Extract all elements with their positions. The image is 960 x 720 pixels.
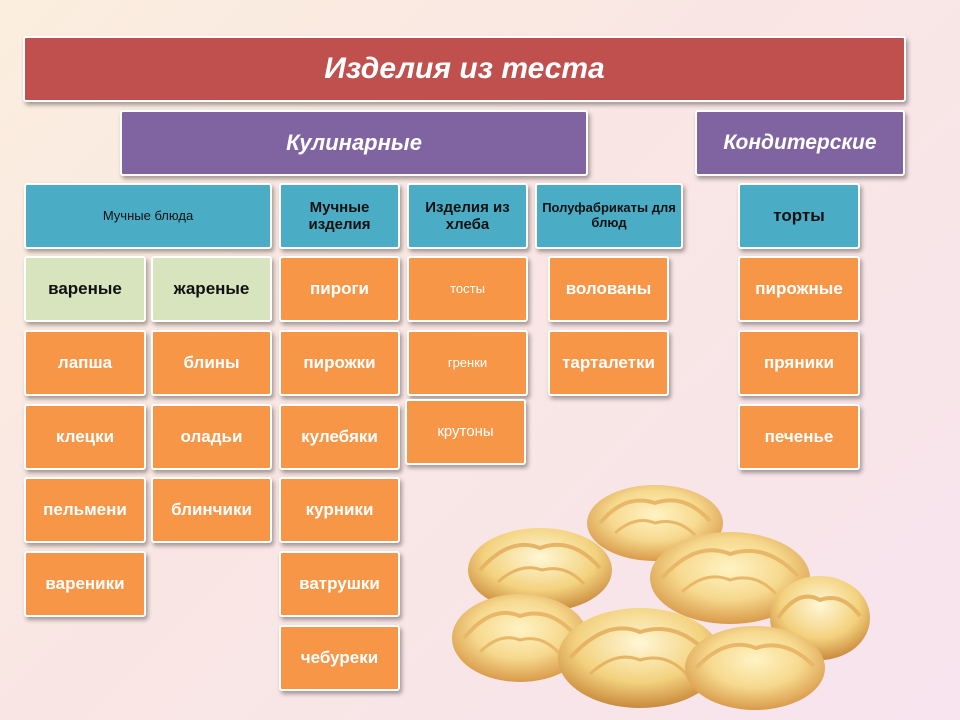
category-confectionery: Кондитерские	[695, 110, 905, 176]
item-confectionery: печенье	[738, 404, 860, 470]
cookie-icon	[452, 594, 588, 682]
item-confectionery: пряники	[738, 330, 860, 396]
item-label: пирожные	[755, 279, 843, 299]
item-fried: блины	[151, 330, 272, 396]
item-confectionery: пирожные	[738, 256, 860, 322]
item-label: клецки	[55, 427, 115, 447]
item-label: оладьи	[180, 427, 243, 447]
item-label: пироги	[309, 279, 370, 299]
item-label: печенье	[764, 427, 834, 447]
item-label: пирожки	[303, 353, 376, 373]
item-label: крутоны	[437, 423, 494, 441]
item-label: курники	[305, 500, 374, 520]
subgroup-boiled: вареные	[24, 256, 146, 322]
cookie-icon	[558, 608, 722, 708]
item-label: блины	[183, 353, 240, 373]
cookie-icon	[685, 626, 825, 710]
group-bread-products-label: Изделия из хлеба	[425, 198, 510, 233]
category-culinary: Кулинарные	[120, 110, 588, 176]
group-bread-products: Изделия из хлеба	[407, 183, 528, 249]
item-label: кулебяки	[301, 427, 378, 447]
diagram-title: Изделия из теста	[23, 36, 906, 102]
item-semi-finished: волованы	[548, 256, 669, 322]
subgroup-fried-label: жареные	[173, 279, 250, 299]
item-label: ватрушки	[299, 574, 380, 594]
group-flour-dishes: Мучные блюда	[24, 183, 272, 249]
item-fried: блинчики	[151, 477, 272, 543]
group-flour-dishes-label: Мучные блюда	[102, 207, 194, 223]
item-bread: тосты	[407, 256, 528, 322]
item-boiled: клецки	[24, 404, 146, 470]
item-flour-product: ватрушки	[279, 551, 400, 617]
item-semi-finished: тарталетки	[548, 330, 669, 396]
item-boiled: пельмени	[24, 477, 146, 543]
item-fried: оладьи	[151, 404, 272, 470]
item-label: гренки	[447, 354, 488, 370]
item-flour-product: пироги	[279, 256, 400, 322]
item-flour-product: кулебяки	[279, 404, 400, 470]
item-label: тосты	[450, 280, 485, 296]
item-boiled: вареники	[24, 551, 146, 617]
group-flour-products-label: Мучные изделия	[308, 198, 371, 233]
category-culinary-label: Кулинарные	[286, 130, 422, 156]
item-label: волованы	[565, 279, 652, 299]
item-boiled: лапша	[24, 330, 146, 396]
cookie-icon	[468, 528, 612, 612]
group-cakes: торты	[738, 183, 860, 249]
item-flour-product: курники	[279, 477, 400, 543]
item-label: пельмени	[43, 500, 127, 520]
item-label: пряники	[763, 353, 835, 373]
item-flour-product: чебуреки	[279, 625, 400, 691]
cookie-icon	[650, 532, 810, 624]
item-label: блинчики	[171, 500, 252, 520]
subgroup-fried: жареные	[151, 256, 272, 322]
item-label: вареники	[45, 574, 125, 594]
group-cakes-label: торты	[773, 206, 825, 226]
cookies-illustration	[452, 485, 870, 710]
item-label: тарталетки	[562, 353, 655, 373]
group-flour-products: Мучные изделия	[279, 183, 400, 249]
item-bread: гренки	[407, 330, 528, 396]
group-semi-finished-label: Полуфабрикаты для блюд	[542, 200, 676, 230]
diagram-title-text: Изделия из теста	[324, 51, 605, 85]
item-flour-product: пирожки	[279, 330, 400, 396]
category-confectionery-label: Кондитерские	[723, 130, 877, 154]
item-label: чебуреки	[300, 648, 379, 668]
group-semi-finished: Полуфабрикаты для блюд	[535, 183, 683, 249]
subgroup-boiled-label: вареные	[48, 279, 122, 299]
item-label: лапша	[57, 353, 113, 373]
item-bread: крутоны	[405, 399, 526, 465]
